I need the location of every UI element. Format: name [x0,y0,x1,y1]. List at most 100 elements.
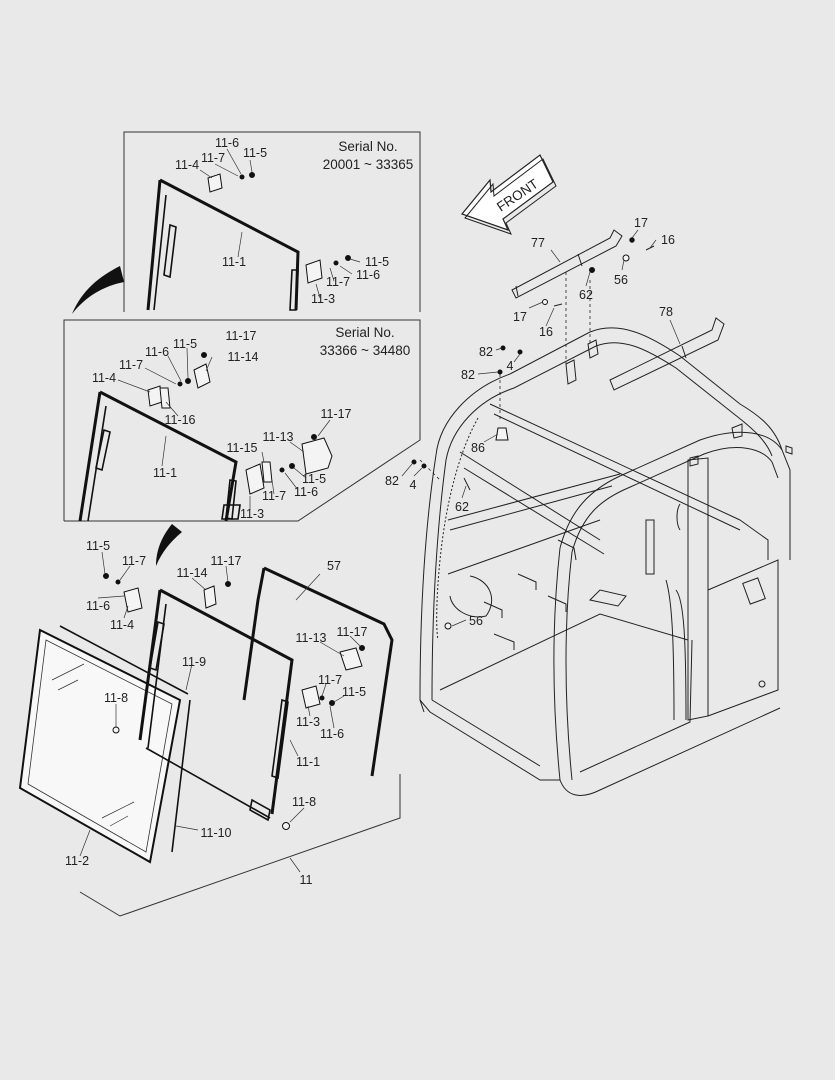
label-11-4b: 11-4 [92,371,116,385]
label-11-7c: 11-7 [119,358,143,372]
roof-rail-78 [609,317,725,391]
door-glass-11-2 [18,628,182,864]
label-11-14b: 11-14 [176,566,207,580]
serial-box-33366-34480: Serial No. 33366 ~ 34480 [63,319,421,522]
label-11-13b: 11-13 [295,631,326,645]
hinge-bracket-11-3b [245,463,265,495]
serial-range-2: 33366 ~ 34480 [320,343,410,358]
label-11-3c: 11-3 [296,715,320,729]
label-11-8: 11-8 [104,691,128,705]
label-11-15: 11-15 [226,441,257,455]
label-86: 86 [471,441,485,455]
label-11-5c: 11-5 [173,337,197,351]
washer-11-7c [177,381,183,387]
serial-box-20001-33365: Serial No. 20001 ~ 33365 11-6 11-7 11-5 … [123,131,421,312]
label-11-8b: 11-8 [292,795,316,809]
label-16: 16 [661,233,675,247]
label-11-2: 11-2 [65,854,89,868]
serial-title-2: Serial No. [335,325,394,340]
label-11-7d: 11-7 [262,489,286,503]
label-11-16: 11-16 [164,413,195,427]
label-62b: 62 [455,500,469,514]
callout-arrow-1 [72,266,124,314]
serial-range-1: 20001 ~ 33365 [323,157,413,172]
cab-leader-lines [401,229,681,627]
label-82: 82 [479,345,493,359]
label-11-5f: 11-5 [342,685,366,699]
door-frame-11-1-box2 [78,390,241,522]
front-direction-arrow: FRONT [460,154,557,235]
bolt-11-5d [289,463,295,469]
label-11-3: 11-3 [311,292,335,306]
door-frame-11-1 [138,588,294,822]
washer-11-7f [319,695,325,701]
label-17: 17 [634,216,648,230]
label-11-6c: 11-6 [145,345,169,359]
exploded-door-assembly-11: 11-5 11-7 11-17 11-14 57 11-6 11-4 11-9 … [18,539,401,917]
serial-title-1: Serial No. [338,139,397,154]
label-4b: 4 [410,478,417,492]
label-11-1c: 11-1 [296,755,320,769]
label-11-5: 11-5 [243,146,267,160]
label-57: 57 [327,559,341,573]
seal-11-10 [171,699,191,853]
label-11-6d: 11-6 [294,485,318,499]
washer-11-7b [333,260,339,266]
label-11-6f: 11-6 [320,727,344,741]
bolt-11-17d [359,645,365,651]
label-17b: 17 [513,310,527,324]
label-11-6b: 11-6 [356,268,380,282]
bolt-11-5f [329,700,335,706]
label-11-1b: 11-1 [153,466,177,480]
bolt-11-5e [103,573,109,579]
label-82b: 82 [461,368,475,382]
seal-57 [263,566,394,777]
seal-11-9 [59,625,189,695]
hinge-bracket-11-4c [123,587,143,613]
label-11-7: 11-7 [201,151,225,165]
label-4: 4 [507,359,514,373]
label-56: 56 [614,273,628,287]
label-11-4c: 11-4 [110,618,134,632]
label-62: 62 [579,288,593,302]
label-11-10: 11-10 [200,826,231,840]
bolt-11-17 [201,352,207,358]
label-11-4: 11-4 [175,158,199,172]
label-11-13: 11-13 [262,430,293,444]
washer-11-7 [239,174,245,180]
bracket-11-14 [193,363,211,389]
cab-frame [419,272,793,796]
label-11-7f: 11-7 [318,673,342,687]
label-56b: 56 [469,614,483,628]
spacer-11-16 [159,387,171,409]
washer-11-7d [279,467,285,473]
bolt-11-5b [345,255,351,261]
label-11-1: 11-1 [222,255,246,269]
bolt-11-5 [249,172,255,178]
label-11-14: 11-14 [227,350,258,364]
label-77: 77 [531,236,545,250]
roof-rail-77 [511,229,623,299]
label-11-7b: 11-7 [326,275,350,289]
label-11-7e: 11-7 [122,554,146,568]
hinge-bracket-11-3 [305,259,323,284]
door-frame-11-1-box1 [146,178,300,311]
label-11: 11 [300,873,313,887]
label-11-17: 11-17 [225,329,256,343]
label-11-17d: 11-17 [336,625,367,639]
label-78: 78 [659,305,673,319]
latch-11-13 [301,437,333,475]
label-11-17c: 11-17 [210,554,241,568]
label-11-5e: 11-5 [86,539,110,553]
label-11-5d: 11-5 [302,472,326,486]
label-82c: 82 [385,474,399,488]
bolt-11-17b [311,434,317,440]
label-11-9: 11-9 [182,655,206,669]
hinge-bracket-11-4 [207,173,223,193]
cab-fasteners [411,237,655,630]
latch-11-13b [339,647,363,671]
pin-11-8b [282,822,290,830]
hinge-bracket-11-3c [301,685,321,709]
